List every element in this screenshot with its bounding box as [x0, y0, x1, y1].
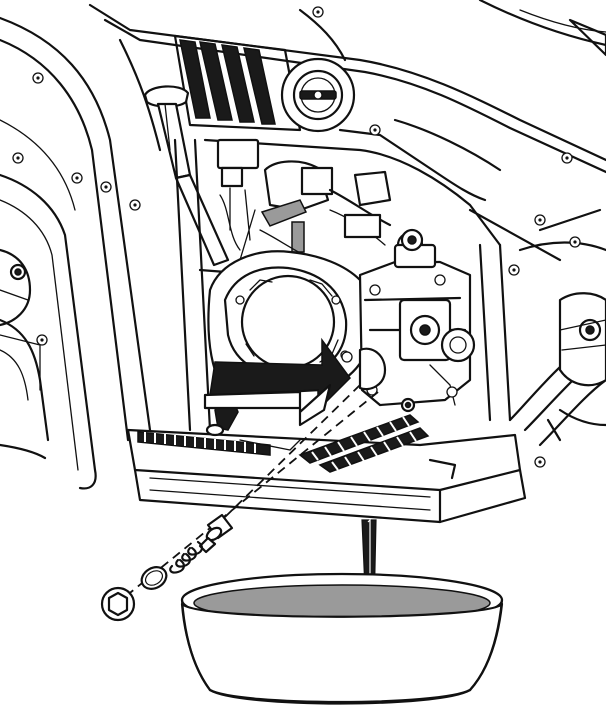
- footrest-tread-right: [298, 414, 430, 473]
- o-ring-icon: [140, 566, 168, 590]
- hex-bolt-icon: [100, 586, 136, 622]
- transmission-case: [341, 228, 476, 413]
- right-suspension: [508, 208, 606, 468]
- strainer-icon: [198, 513, 234, 554]
- top-frame: [88, 0, 606, 202]
- footrest-tread-left: [137, 431, 271, 456]
- air-vents: [173, 34, 302, 132]
- arrow-outline-highlight: [203, 383, 332, 427]
- left-fender: [0, 16, 172, 490]
- radiator-cap: [280, 57, 356, 133]
- drain-pan-icon: [180, 572, 504, 705]
- shift-lever: [143, 85, 230, 267]
- coil-spring-icon: [169, 540, 203, 574]
- exploded-view-guides: [114, 384, 379, 606]
- left-rivets: [12, 72, 179, 346]
